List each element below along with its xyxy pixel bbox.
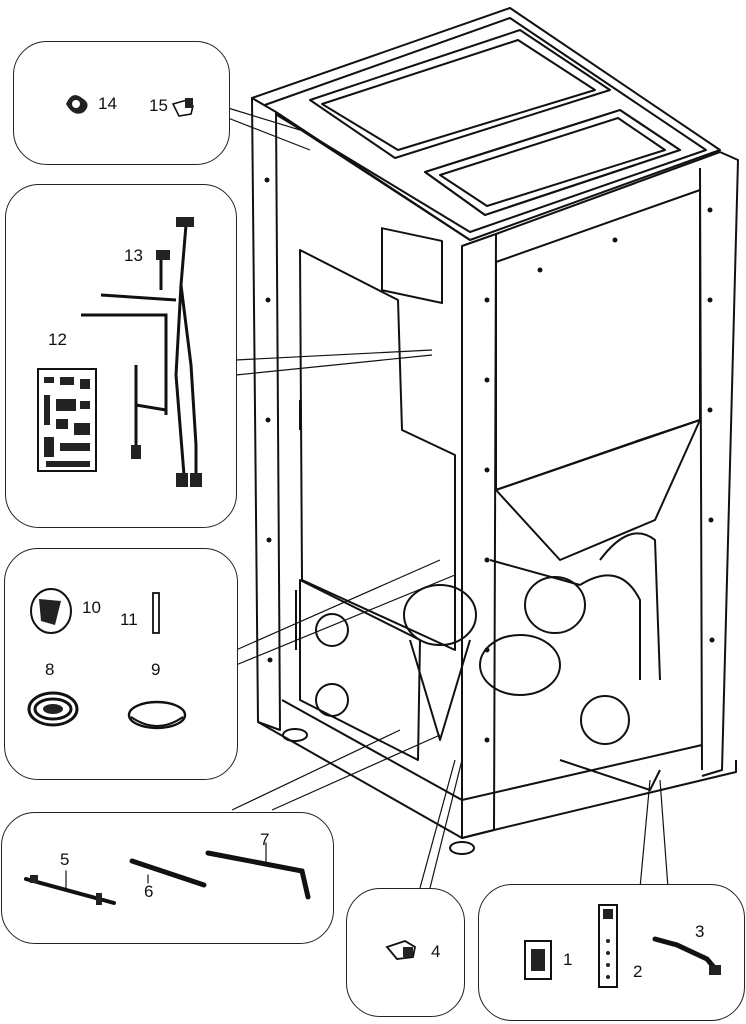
part-9-ring (127, 700, 187, 730)
leader-5-7 (231, 729, 441, 811)
part-label-2: 2 (633, 962, 643, 981)
part-label-11: 11 (120, 610, 138, 629)
part-14-drawing (66, 95, 88, 114)
part-3-cable (652, 936, 721, 975)
callout-wiring: 13 12 (5, 184, 237, 528)
leader-1-3 (639, 779, 669, 889)
part-label-8: 8 (45, 660, 55, 679)
part-11-pin (152, 592, 160, 634)
part-label-12: 12 (48, 330, 67, 349)
part-6-rod (129, 858, 207, 888)
part-8-coil (27, 691, 79, 727)
part-label-13: 13 (124, 246, 143, 265)
part-12-control-board (37, 368, 97, 472)
hopper (495, 419, 701, 561)
part-label-1: 1 (563, 950, 573, 969)
callout-small: 4 (346, 888, 465, 1017)
part-7-rod (205, 850, 311, 900)
part-label-5: 5 (60, 850, 70, 869)
cabinet-base (257, 721, 737, 839)
part-1-switch (524, 940, 552, 980)
top-opening-front (423, 108, 682, 217)
callout-sensors: 10 11 8 9 (4, 548, 238, 780)
part-label-14: 14 (98, 94, 117, 113)
parts-5-6-7-rods (24, 842, 311, 905)
control-panel (381, 227, 443, 304)
leader-14-15 (227, 107, 311, 151)
leader-12-13 (235, 349, 433, 376)
leader-4 (419, 759, 463, 889)
foot-front (449, 841, 475, 855)
leader-8-11 (235, 559, 456, 666)
cabinet-front-post (461, 233, 497, 839)
part-label-6: 6 (144, 882, 154, 901)
callout-top-left: 14 15 (13, 41, 230, 165)
part-label-3: 3 (695, 922, 705, 941)
part-label-9: 9 (151, 660, 161, 679)
part-10-sensor (30, 588, 72, 634)
part-label-15: 15 (149, 96, 168, 115)
part-label-10: 10 (82, 598, 101, 617)
part-15-drawing (171, 98, 194, 117)
part-label-4: 4 (431, 942, 441, 961)
part-label-7: 7 (260, 830, 270, 849)
top-opening-rear (309, 29, 611, 159)
callout-bottom-right: 1 2 3 (478, 884, 745, 1021)
part-4-clip (385, 940, 417, 960)
cabinet-left-frame (251, 97, 281, 731)
callout-rods: 5 6 7 (1, 812, 334, 944)
pipe-assembly (579, 574, 641, 680)
pump (580, 695, 630, 745)
burner-tube (403, 584, 477, 646)
part-2-terminal-strip (598, 904, 618, 988)
part-13-wiring-harness (81, 217, 202, 487)
foot-left (282, 728, 308, 742)
